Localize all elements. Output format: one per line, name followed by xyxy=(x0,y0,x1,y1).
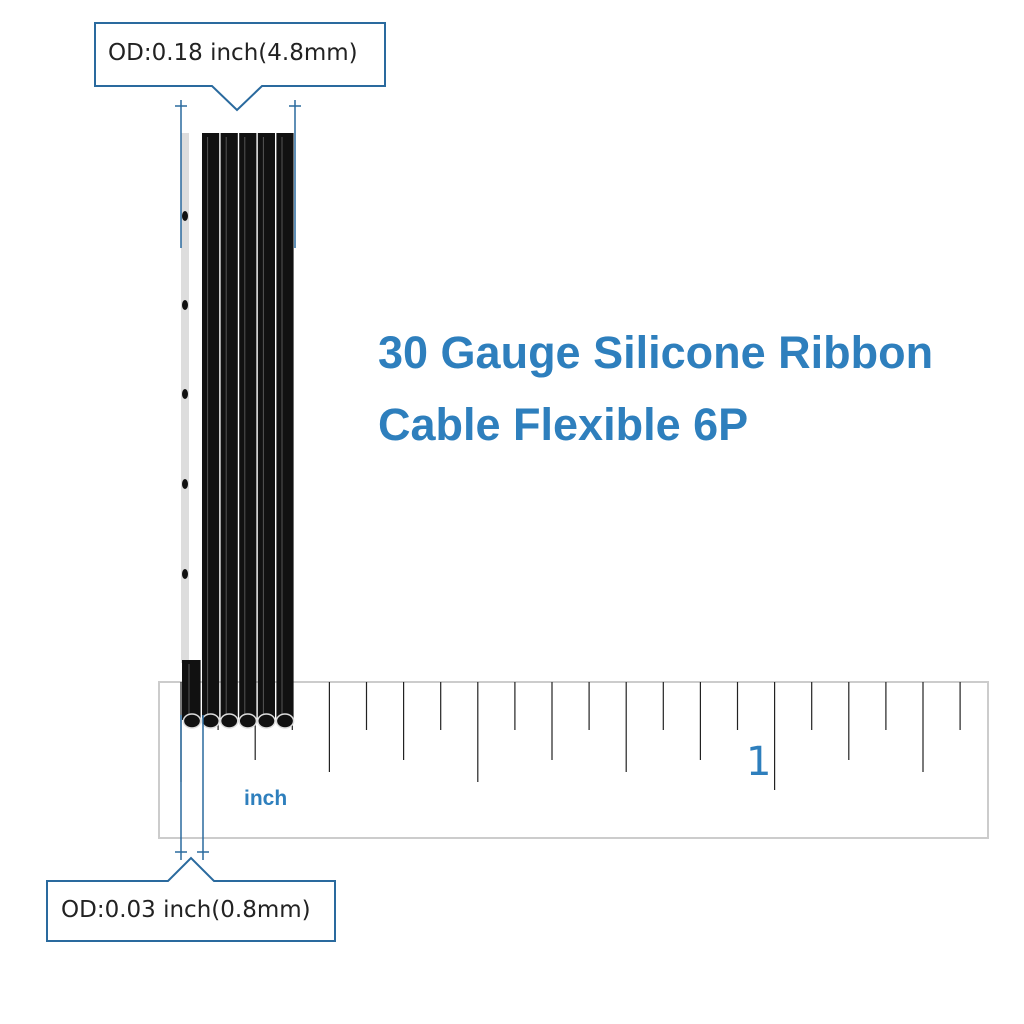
headline-line-2: Cable Flexible 6P xyxy=(378,399,749,450)
cable-wire-end xyxy=(182,713,202,729)
cable-wire-end xyxy=(201,713,220,729)
cable-wire-end xyxy=(275,713,295,729)
cable-wire-end xyxy=(219,713,239,729)
cable-web-dots xyxy=(182,211,188,579)
ruler-major-label: 1 xyxy=(746,739,772,785)
cable-wire-ends xyxy=(182,713,295,729)
wire-od-label: OD:0.03 inch(0.8mm) xyxy=(61,897,311,923)
dimension-lines xyxy=(175,100,301,860)
cable-wire-end xyxy=(238,713,258,729)
ruler xyxy=(158,681,989,839)
cable-wire xyxy=(202,133,220,720)
total-od-label: OD:0.18 inch(4.8mm) xyxy=(108,40,358,66)
ruler-body xyxy=(158,681,989,839)
callout-top-box xyxy=(94,22,386,112)
callout-bottom-box xyxy=(46,856,336,942)
cable-wire xyxy=(220,133,238,720)
cable-wire xyxy=(276,133,294,720)
cable-wire xyxy=(257,133,275,720)
ruler-unit-label: inch xyxy=(244,787,288,810)
cable-wire xyxy=(239,133,257,720)
ribbon-cable xyxy=(181,133,295,729)
headline-line-1: 30 Gauge Silicone Ribbon xyxy=(378,327,934,378)
cable-wire-end xyxy=(257,713,276,729)
cable-wires xyxy=(183,133,294,720)
cable-wire xyxy=(183,660,201,720)
